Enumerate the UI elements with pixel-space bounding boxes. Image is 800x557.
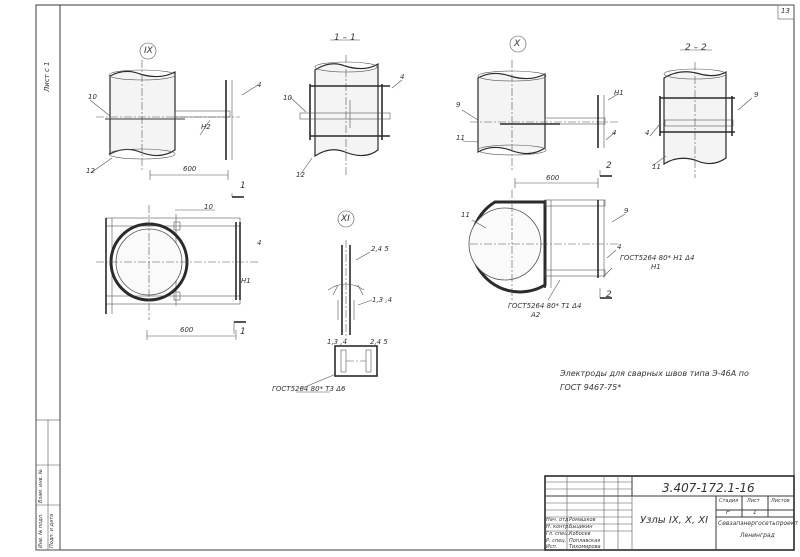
callout-12: 12 <box>296 171 305 179</box>
city: Ленинград <box>740 532 775 539</box>
callout-9: 9 <box>456 101 461 109</box>
callout-4: 4 <box>257 81 262 89</box>
margin-stamp-c: Взам. инв. № <box>38 469 44 503</box>
weld-mark-x2: ГОСТ5264 80* Т1 Δ4 <box>508 302 582 310</box>
plan-view-x <box>468 170 626 301</box>
weld-mark-x2-sub: А2 <box>531 311 541 319</box>
title-block-grid <box>544 475 795 551</box>
electrode-note-line2: ГОСТ 9467-75* <box>560 383 622 392</box>
view-xi <box>296 210 378 393</box>
sheet-frame <box>35 4 795 551</box>
callout-1-3-4: 1,3 ,4 <box>372 296 393 304</box>
plan-view-ix <box>96 193 260 340</box>
callout-n1: Н1 <box>241 277 251 285</box>
weld-mark-x1: ГОСТ5264 80* Н1 Δ4 <box>620 254 695 262</box>
callout-10: 10 <box>283 94 292 102</box>
role-1: Нач. отд. <box>546 517 570 523</box>
document-code: 3.407-172.1-16 <box>662 481 755 495</box>
callout-9: 9 <box>754 91 759 99</box>
role-4: Р. спец. <box>546 538 567 544</box>
callout-2-4-5: 2,4 5 <box>370 338 388 346</box>
section-1-label: 1 – 1 <box>334 33 356 43</box>
callout-10: 10 <box>88 93 97 101</box>
page-number: 13 <box>781 7 790 15</box>
margin-stamp-b: Подп. и дата <box>49 513 55 548</box>
section-mark-1: 1 <box>240 327 246 337</box>
name-1: Ромашков <box>569 517 596 523</box>
role-3: Гл. спец. <box>546 531 570 537</box>
margin-stamp-a: Инв. № подл. <box>38 513 44 549</box>
callout-4: 4 <box>400 73 405 81</box>
section-mark-1: 1 <box>240 181 246 191</box>
view-ix-label: IX <box>144 46 153 56</box>
section-2-2 <box>649 49 753 178</box>
callout-2-4-5: 2,4 5 <box>371 245 389 253</box>
callout-1-3-4: 1,3 ,4 <box>327 338 348 346</box>
section-mark-2: 2 <box>606 290 612 300</box>
view-x-elevation <box>461 35 620 170</box>
section-1-1 <box>289 39 403 176</box>
organization: Севзапэнергосетьпроект <box>718 520 798 527</box>
callout-11: 11 <box>652 163 661 171</box>
callout-4: 4 <box>645 129 650 137</box>
callout-11: 11 <box>461 211 470 219</box>
callout-11: 11 <box>456 134 465 142</box>
name-5: Тихомирова <box>569 544 601 550</box>
margin-sheet-label: Лист с 1 <box>43 61 51 93</box>
callout-n2: Н2 <box>201 123 211 131</box>
dimension-600: 600 <box>546 174 560 182</box>
role-5: Исп. <box>546 544 558 550</box>
dimension-600: 600 <box>180 326 194 334</box>
sheets-label: Листов <box>771 498 790 504</box>
view-x-label: X <box>514 39 521 49</box>
electrode-note-line1: Электроды для сварных швов типа Э-46А по <box>560 369 749 378</box>
dimension-600: 600 <box>183 165 197 173</box>
page-number-box <box>777 4 795 20</box>
section-mark-2: 2 <box>606 161 612 171</box>
name-2: Быцикин <box>569 524 593 530</box>
name-3: Кобосев <box>569 531 591 537</box>
role-2: Н. контр. <box>546 524 570 530</box>
callout-10: 10 <box>204 203 213 211</box>
view-xi-label: XI <box>341 214 350 224</box>
view-ix-elevation <box>89 42 259 180</box>
drawing-title: Узлы IX, X, XI <box>640 515 709 526</box>
callout-4: 4 <box>612 129 617 137</box>
callout-12: 12 <box>86 167 95 175</box>
left-stamp-boxes <box>35 419 61 551</box>
stage-label: Стадия <box>719 498 739 504</box>
weld-mark-x1-sub: Н1 <box>651 263 661 271</box>
sheet-value: 1 <box>753 509 757 516</box>
callout-9: 9 <box>624 207 629 215</box>
name-4: Поплавская <box>569 538 601 544</box>
callout-4: 4 <box>617 243 622 251</box>
callout-n1: Н1 <box>614 89 624 97</box>
section-2-label: 2 – 2 <box>685 43 707 53</box>
sheet-label: Лист <box>747 498 760 504</box>
callout-4: 4 <box>257 239 262 247</box>
weld-mark-xi: ГОСТ5264 80* Т3 Δ6 <box>272 385 346 393</box>
stage-value: Р <box>726 509 730 516</box>
